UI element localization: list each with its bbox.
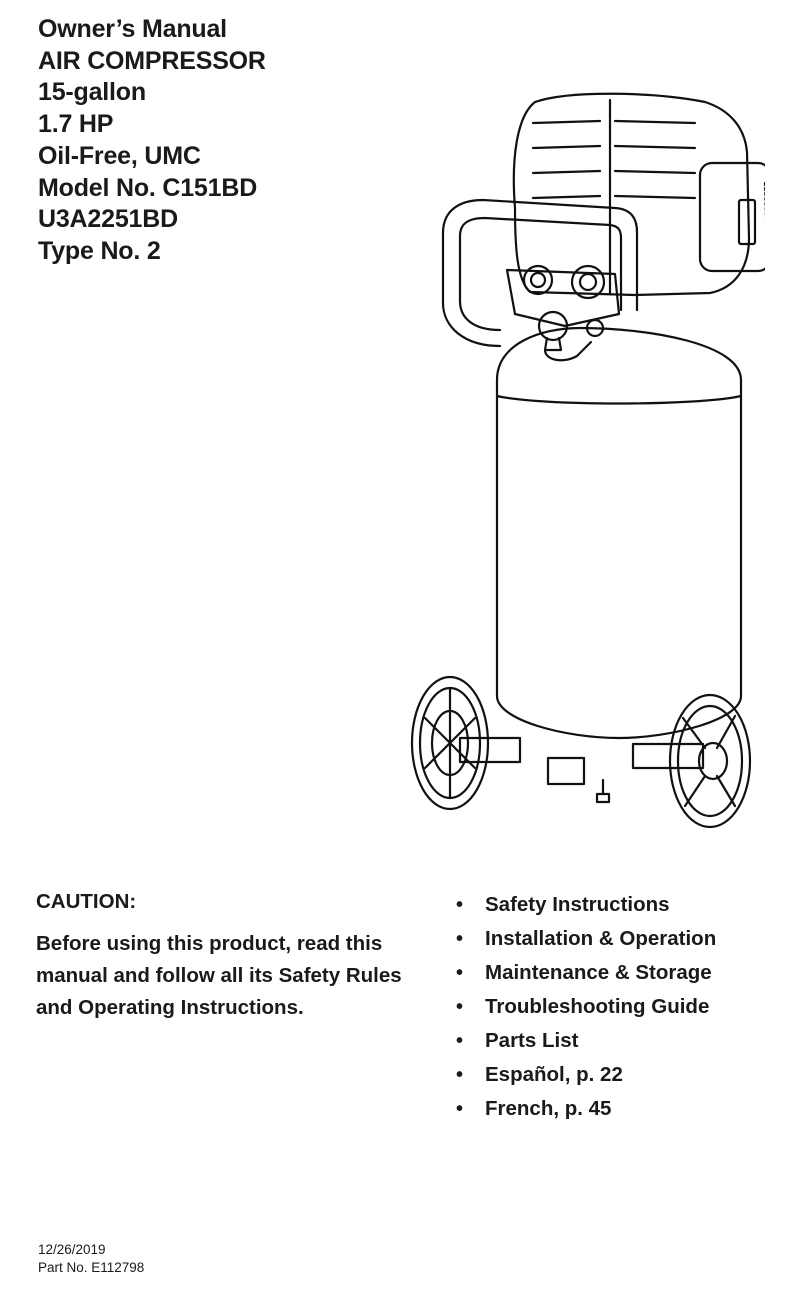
title-line-product: AIR COMPRESSOR xyxy=(38,46,266,75)
title-line-type: Oil-Free, UMC xyxy=(38,141,201,170)
bullet-icon: • xyxy=(456,894,464,916)
list-item-label: Parts List xyxy=(485,1029,579,1052)
right-wheel xyxy=(668,693,752,829)
title-line-alt-model: U3A2251BD xyxy=(38,205,178,234)
list-item: • Safety Instructions xyxy=(456,888,716,922)
footer-date: 12/26/2019 xyxy=(38,1242,106,1257)
list-item: • Parts List xyxy=(456,1024,716,1058)
bullet-icon: • xyxy=(456,1098,464,1120)
carry-handle xyxy=(441,198,639,348)
footer: 12/26/2019 Part No. E112798 xyxy=(38,1241,144,1277)
bullet-icon: • xyxy=(456,1064,464,1086)
list-item-label: Español, p. 22 xyxy=(485,1063,623,1086)
title-line-model-no: Model No. C151BD xyxy=(38,173,258,202)
bullet-icon: • xyxy=(456,996,464,1018)
bullet-icon: • xyxy=(456,1030,464,1052)
compressor-motor-shroud xyxy=(512,92,765,297)
list-item-label: French, p. 45 xyxy=(485,1097,612,1120)
caution-heading: CAUTION: xyxy=(36,890,137,913)
list-item-label: Troubleshooting Guide xyxy=(485,995,710,1018)
list-item: • French, p. 45 xyxy=(456,1092,716,1126)
footer-part-number: Part No. E112798 xyxy=(38,1260,145,1275)
regulator-knob-and-coupler xyxy=(537,310,605,362)
title-line-type-no: Type No. 2 xyxy=(38,236,161,265)
air-tank xyxy=(495,326,743,740)
list-item-label: Installation & Operation xyxy=(485,927,717,950)
list-item: • Troubleshooting Guide xyxy=(456,990,716,1024)
title-line-capacity: 15-gallon xyxy=(38,78,146,107)
title-line-owners-manual: Owner’s Manual xyxy=(38,15,227,43)
bullet-icon: • xyxy=(456,962,464,984)
caution-text: Before using this product, read this man… xyxy=(36,932,402,1019)
contents-list: • Safety Instructions • Installation & Ope… xyxy=(456,888,716,1126)
list-item: • Maintenance & Storage xyxy=(456,956,716,990)
left-wheel xyxy=(410,675,490,811)
list-item-label: Maintenance & Storage xyxy=(485,961,712,984)
bullet-icon: • xyxy=(456,928,464,950)
tank-base-bracket xyxy=(458,736,705,804)
list-item: • Español, p. 22 xyxy=(456,1058,716,1092)
list-item-label: Safety Instructions xyxy=(485,893,670,916)
manual-title-block: Owner’s Manual AIR COMPRESSOR 15-gallon … xyxy=(38,14,266,268)
title-line-horsepower: 1.7 HP xyxy=(38,110,114,139)
list-item: • Installation & Operation xyxy=(456,922,716,956)
air-compressor-illustration xyxy=(410,92,765,829)
